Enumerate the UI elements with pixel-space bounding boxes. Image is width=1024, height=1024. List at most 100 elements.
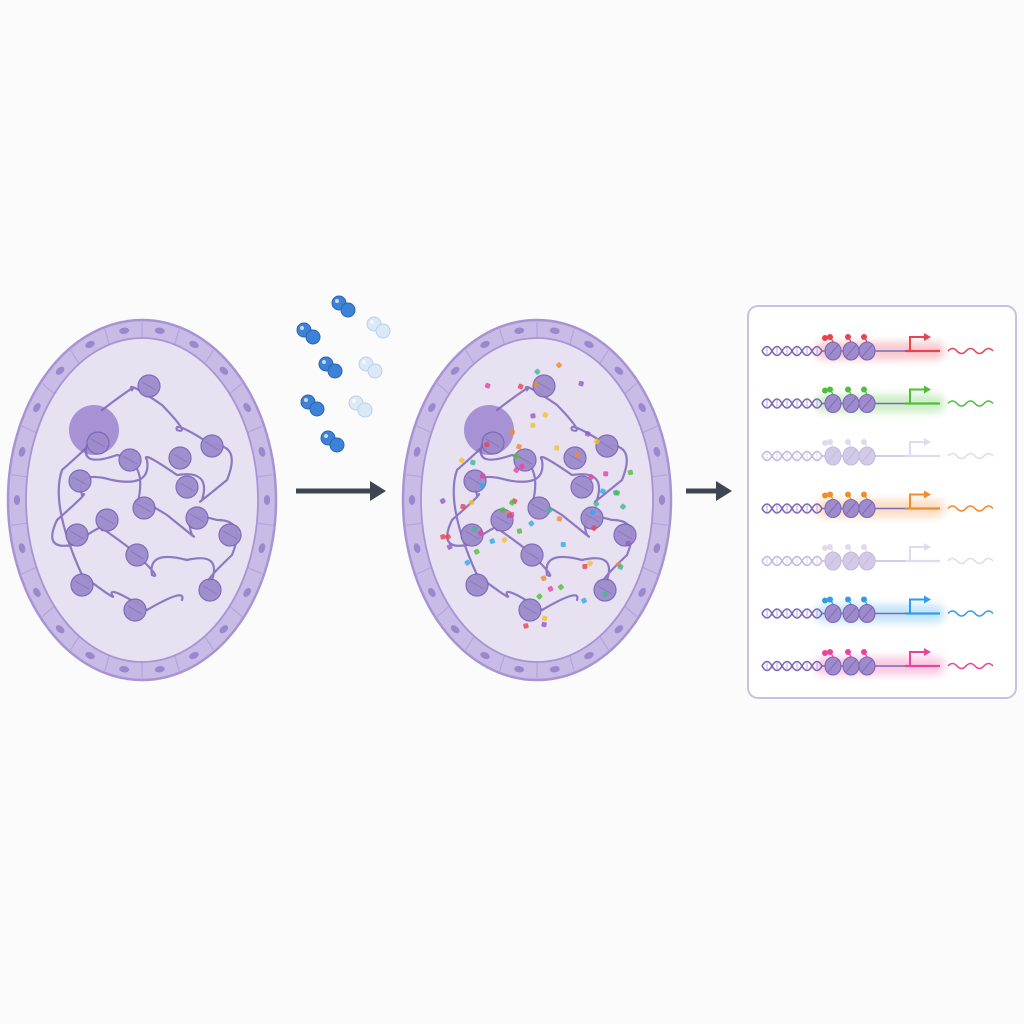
rim-cell-nucleus [33, 403, 41, 413]
promoter-arrow [909, 441, 926, 456]
nucleosome-wrap [845, 344, 857, 358]
molecule-highlight [335, 299, 339, 303]
epigenetic-marker [589, 509, 596, 516]
histone-mark [845, 596, 851, 603]
histone-mark [822, 650, 828, 656]
nucleosome [824, 446, 842, 466]
molecule [300, 394, 325, 417]
molecule [296, 322, 321, 345]
promoter-arrow [909, 388, 926, 404]
rim-cell-nucleus [263, 495, 271, 505]
molecule [366, 316, 391, 339]
molecule-highlight [304, 398, 308, 402]
gene-track [761, 595, 994, 624]
molecule-highlight [300, 326, 304, 330]
rim-divider [174, 329, 180, 345]
histone-mark [861, 544, 867, 550]
rim-divider [70, 349, 80, 365]
rna-transcript [947, 557, 994, 565]
promoter-arrow [909, 651, 926, 666]
promoter-arrow [909, 598, 926, 614]
rim-cell-nucleus [154, 327, 165, 334]
nucleosome-wrap [827, 554, 839, 568]
rim-divider [499, 655, 505, 671]
nucleosome-wrap [861, 659, 873, 673]
promoter-arrow-head [924, 648, 931, 656]
signaling-molecules [296, 295, 391, 453]
nucleosome-wrap [827, 502, 839, 515]
histone-mark [845, 386, 851, 393]
nucleosome-wrap [531, 503, 547, 513]
rim-divider [599, 349, 609, 365]
epigenetic-marker [516, 443, 522, 450]
nucleosome [824, 551, 842, 571]
epigenetic-marker [501, 536, 508, 543]
nucleosome-wrap [861, 344, 873, 358]
nucleosome-wrap [136, 503, 152, 513]
epigenetic-marker [557, 584, 564, 591]
molecule-sphere [309, 401, 325, 417]
rim-cell-nucleus [450, 366, 460, 375]
mark-stem [848, 547, 852, 553]
epigenetic-marker [509, 512, 515, 518]
cell-untreated [6, 318, 278, 682]
rim-divider [569, 329, 575, 345]
histone-mark [827, 491, 833, 498]
epigenetic-marker [499, 507, 506, 513]
molecule-sphere [375, 323, 391, 339]
rim-divider [436, 382, 450, 395]
rim-cell-nucleus [258, 543, 266, 554]
mark-stem [830, 547, 834, 553]
rim-cell-nucleus [55, 625, 65, 634]
promoter-arrow-head [924, 543, 931, 551]
histone-mark [822, 545, 828, 551]
rim-divider [11, 474, 28, 478]
mark-stem [864, 547, 868, 553]
molecule [320, 430, 345, 453]
nucleosome-wrap [74, 580, 90, 590]
dna-strand [761, 349, 823, 357]
mark-stem [830, 442, 834, 448]
rim-cell-nucleus [638, 587, 646, 597]
epigenetic-marker [518, 463, 525, 470]
dna-strand [761, 611, 823, 619]
rim-divider [229, 605, 243, 618]
epigenetic-marker [560, 542, 566, 548]
epigenetic-marker [574, 452, 581, 458]
epigenetic-marker [444, 533, 452, 540]
epigenetic-marker [530, 422, 536, 428]
molecule-highlight [362, 360, 366, 364]
nucleosome-wrap [861, 502, 873, 515]
nucleosome-wrap [469, 580, 485, 590]
nucleosome-wrap [861, 449, 873, 463]
dna-strand [761, 555, 823, 563]
histone-mark [845, 544, 851, 550]
nucleosome-wrap [69, 530, 85, 540]
rim-divider [229, 382, 243, 395]
rim-cell-nucleus [514, 327, 525, 334]
rim-divider [41, 605, 55, 618]
epigenetic-marker [586, 560, 594, 567]
histone-mark [827, 596, 833, 603]
mark-stem [848, 442, 852, 448]
rim-divider [406, 474, 423, 478]
nucleosome-wrap [617, 530, 633, 540]
epigenetic-marker [479, 483, 485, 489]
rim-divider [104, 655, 110, 671]
nucleosome-wrap [827, 344, 839, 358]
rim-divider [174, 655, 180, 671]
rim-divider [642, 566, 658, 575]
rim-divider [599, 635, 609, 651]
arrow-head [716, 481, 732, 501]
rna-transcript [947, 400, 994, 407]
rim-divider [569, 655, 575, 671]
rim-cell-nucleus [243, 587, 251, 597]
rim-cell-nucleus [614, 366, 624, 375]
promoter-arrow-head [924, 438, 931, 446]
histone-mark [822, 387, 828, 394]
epigenetic-marker [530, 413, 536, 419]
nucleosome-wrap [574, 482, 590, 492]
promoter-arrow-head [924, 595, 931, 604]
epigenetic-marker [473, 548, 480, 555]
nucleosome-wrap [72, 476, 88, 486]
